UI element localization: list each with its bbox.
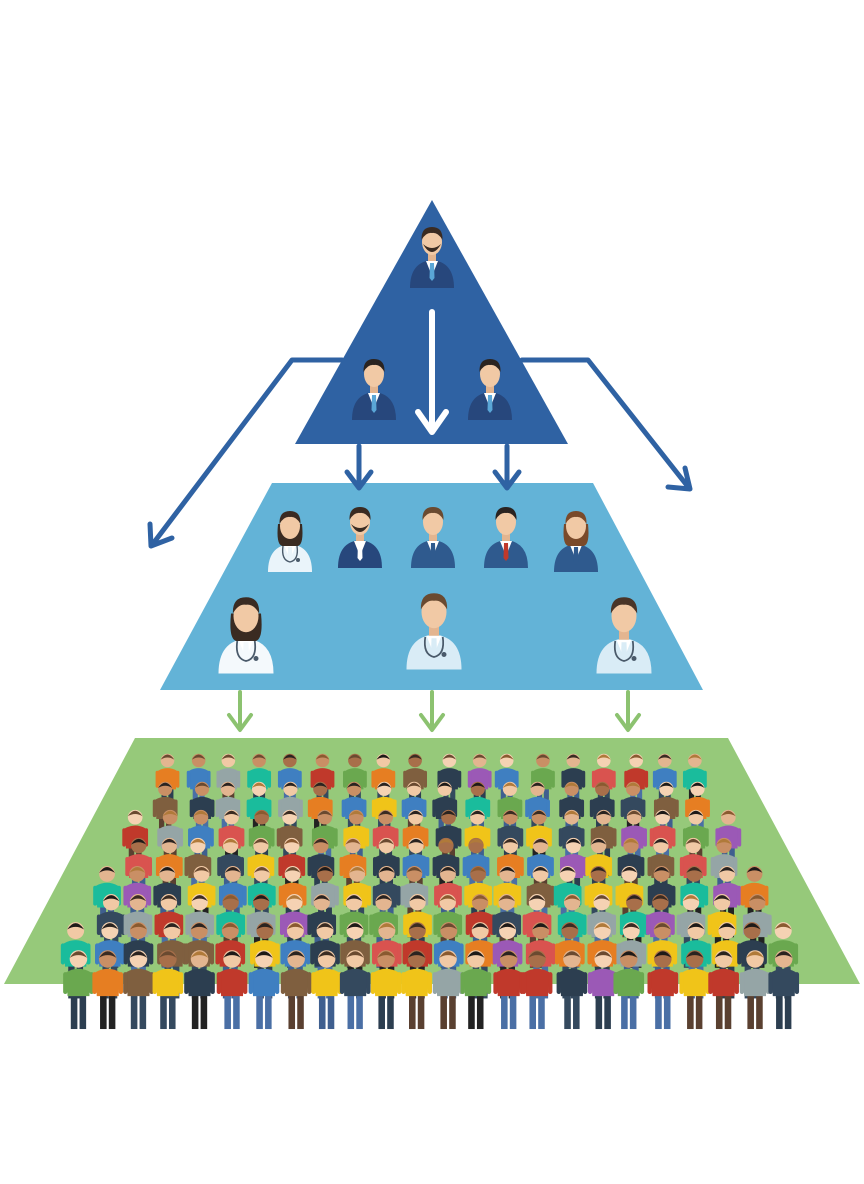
arrow-down-blue-icon — [344, 443, 374, 491]
arrow-down-blue-icon — [492, 443, 522, 491]
staff-figure — [268, 511, 312, 572]
staff-figure — [596, 597, 652, 674]
crowd-person — [493, 950, 525, 1030]
crowd-group — [60, 753, 800, 1030]
staff-figure — [218, 597, 274, 674]
staff-figure — [484, 507, 528, 568]
staff-figure — [411, 507, 455, 568]
crowd-person — [679, 950, 711, 1030]
crowd-person — [280, 950, 312, 1030]
arrow-left-long-icon — [147, 357, 345, 549]
arrow-down-white-icon — [415, 309, 449, 435]
staff-figure — [338, 507, 382, 568]
crowd-person — [460, 950, 492, 1030]
crowd-person — [152, 950, 184, 1030]
crowd-person — [339, 950, 371, 1030]
arrow-down-green-icon — [227, 690, 253, 732]
staff-figure — [554, 511, 598, 572]
crowd-person — [432, 950, 464, 1030]
leadership-figures — [352, 227, 512, 420]
crowd-person — [708, 950, 739, 1030]
staff-figure — [406, 593, 462, 670]
crowd-person — [521, 950, 553, 1030]
leadership-figure — [468, 359, 512, 420]
crowd-person — [768, 950, 800, 1030]
flow-arrows — [147, 309, 693, 732]
crowd-person — [248, 950, 280, 1030]
crowd-person — [184, 950, 215, 1030]
crowd-person — [647, 950, 679, 1030]
crowd-person — [216, 950, 248, 1030]
crowd-person — [556, 950, 588, 1030]
crowd-person — [311, 950, 342, 1030]
leadership-figure — [352, 359, 396, 420]
crowd-person — [370, 950, 402, 1030]
arrow-down-green-icon — [419, 690, 445, 732]
crowd-person — [613, 950, 645, 1030]
crowd-person — [739, 950, 771, 1030]
arrow-right-long-icon — [519, 357, 693, 492]
crowd-person — [401, 950, 432, 1030]
crowd-person — [123, 950, 154, 1030]
leadership-figure — [410, 227, 454, 288]
crowd-person — [92, 950, 124, 1030]
staff-figures — [218, 507, 652, 674]
arrow-down-green-icon — [615, 690, 641, 732]
